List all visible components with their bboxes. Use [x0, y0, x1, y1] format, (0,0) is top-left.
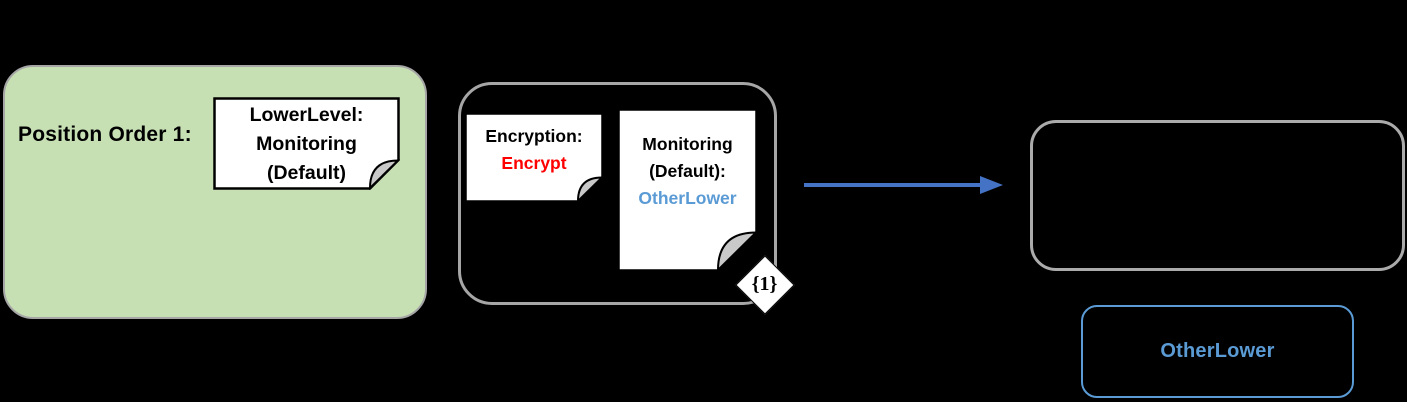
- cardinality-label: {1}: [751, 273, 778, 295]
- monitoring-note: Monitoring (Default): OtherLower: [617, 108, 758, 272]
- cardinality-diamond: {1}: [735, 255, 795, 315]
- note-line: Monitoring: [642, 134, 733, 154]
- monitoring-note-text: Monitoring (Default): OtherLower: [617, 131, 758, 212]
- monitoring-value: OtherLower: [638, 188, 737, 208]
- encryption-note-text: Encryption: Encrypt: [464, 123, 604, 177]
- folded-note-shape: [464, 112, 604, 203]
- lowerlevel-note: LowerLevel: Monitoring (Default): [213, 97, 400, 190]
- folded-note-shape: [617, 108, 758, 272]
- otherlower-box: OtherLower: [1081, 305, 1354, 398]
- lowerlevel-note-text: LowerLevel: Monitoring (Default): [213, 101, 400, 188]
- note-line: Monitoring: [256, 133, 357, 155]
- flow-arrow: [804, 176, 1003, 194]
- position-order-label: Position Order 1:: [18, 123, 192, 146]
- note-line: (Default):: [649, 161, 726, 181]
- policy-container: [458, 82, 777, 305]
- output-container: [1030, 120, 1405, 271]
- encryption-note: Encryption: Encrypt: [464, 112, 604, 203]
- encryption-value: Encrypt: [501, 153, 567, 173]
- note-line: (Default): [266, 162, 347, 184]
- folded-note-shape: [213, 97, 400, 190]
- otherlower-label: OtherLower: [1160, 340, 1275, 362]
- note-line: Encryption:: [485, 126, 583, 146]
- note-line: LowerLevel:: [249, 104, 364, 126]
